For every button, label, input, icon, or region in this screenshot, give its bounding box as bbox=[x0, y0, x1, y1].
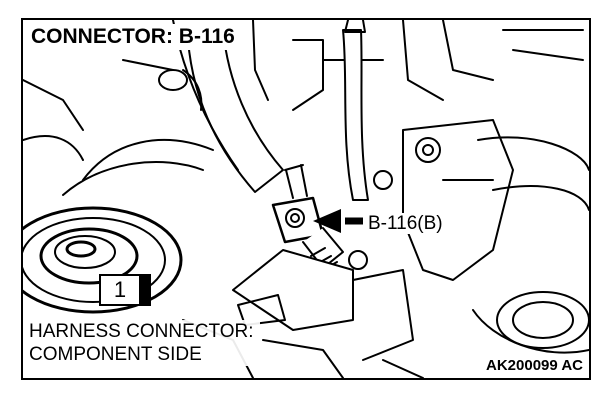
diagram-frame: CONNECTOR: B-116 B-116(B) 1 HARNESS CONN… bbox=[21, 18, 591, 380]
engine-bay-illustration bbox=[23, 20, 589, 378]
callout-arrow bbox=[313, 209, 363, 233]
harness-connector-caption: HARNESS CONNECTOR: COMPONENT SIDE bbox=[27, 320, 260, 366]
connector-callout-label: B-116(B) bbox=[365, 213, 446, 234]
connector-b116 bbox=[271, 164, 344, 271]
image-id-label: AK200099 AC bbox=[484, 357, 585, 374]
terminal-lock-mark bbox=[139, 276, 149, 304]
harness-caption-line2: COMPONENT SIDE bbox=[29, 344, 202, 365]
diagram-title: CONNECTOR: B-116 bbox=[29, 24, 239, 50]
terminal-number-box: 1 bbox=[99, 274, 151, 306]
harness-caption-line1: HARNESS CONNECTOR: bbox=[29, 321, 254, 342]
terminal-number: 1 bbox=[113, 277, 127, 302]
